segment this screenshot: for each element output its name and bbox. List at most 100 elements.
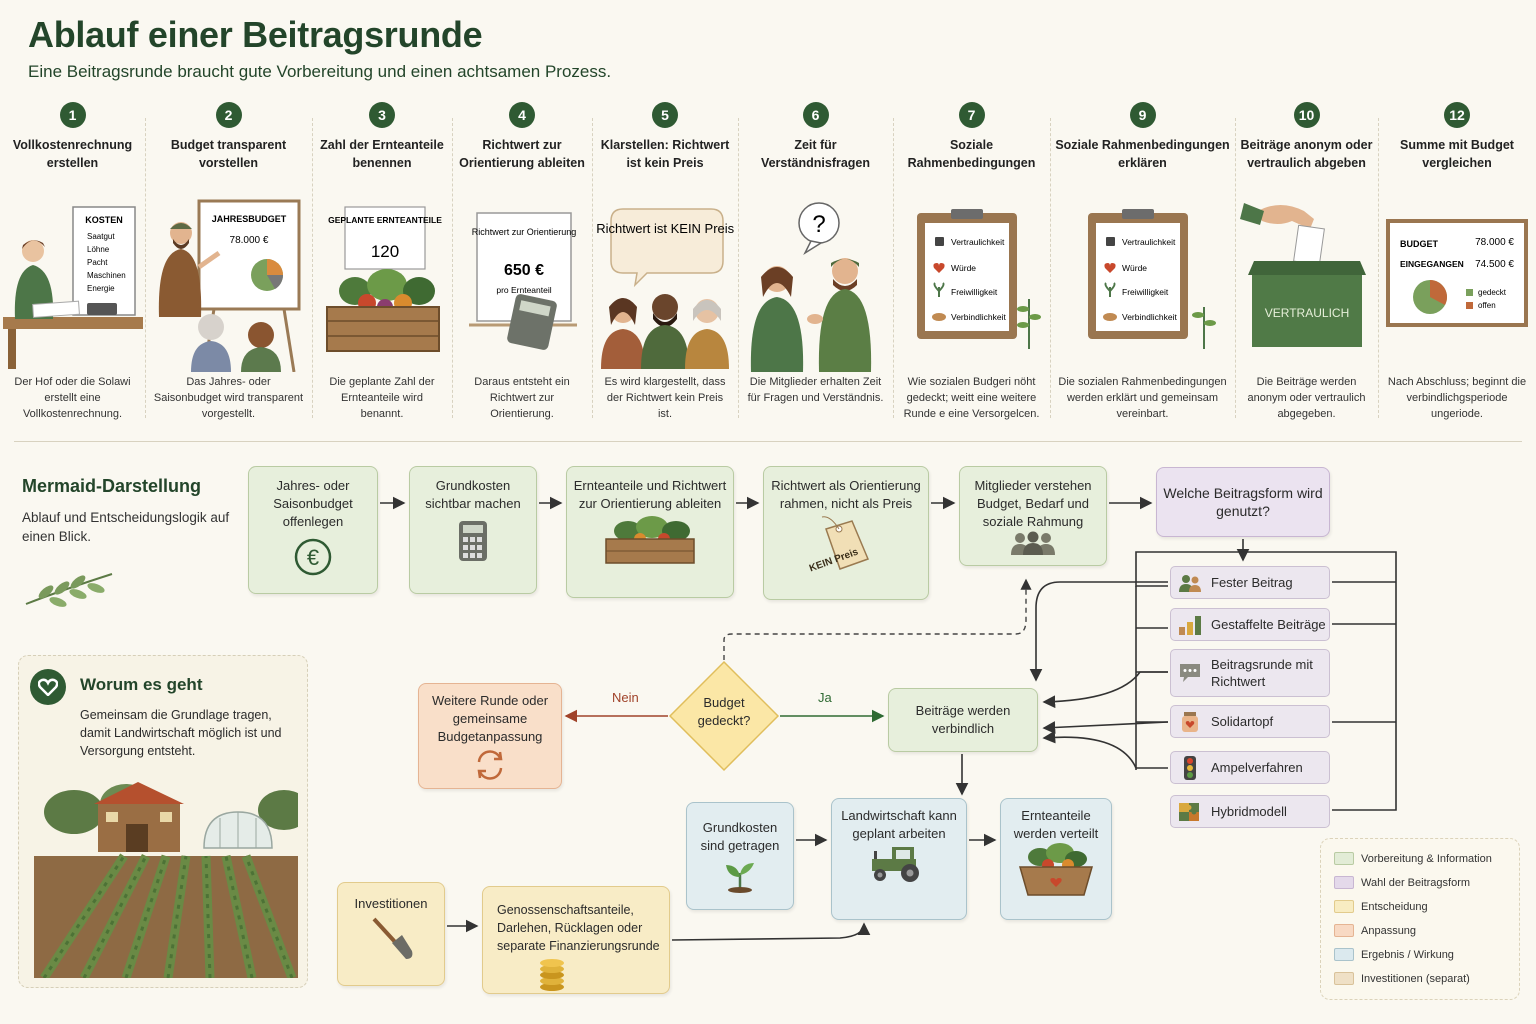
node-retry-round: Weitere Runde oder gemeinsame Budgetanpa… [418, 683, 562, 789]
step-title: Soziale Rahmenbedingungen [907, 138, 1036, 170]
step-7: 7 Soziale Rahmenbedingungen Vertraulichk… [893, 100, 1050, 420]
option-label: Solidartopf [1211, 714, 1274, 729]
option-beitragsrunde-richtwert: Beitragsrunde mit Richtwert [1170, 649, 1330, 697]
step-title: Zahl der Ernteanteile benennen [320, 138, 444, 170]
illu-item: Vertraulichkeit [951, 237, 1005, 247]
price-tag-icon [821, 516, 869, 570]
node-label: Ernteanteile und Richtwert zur Orientier… [573, 478, 727, 511]
step-illustration: Richtwert zur Orientierung 650 € pro Ern… [452, 194, 592, 374]
option-fester-beitrag: Fester Beitrag [1170, 566, 1330, 599]
step-title: Richtwert zur Orientierung ableiten [459, 138, 585, 170]
step-number: 1 [59, 102, 86, 128]
node-shares-distributed: Ernteanteile werden verteilt [1000, 798, 1112, 920]
edge-label-yes: Ja [818, 690, 832, 705]
step-title: Zeit für Verständnisfragen [760, 138, 871, 170]
illu-legend: gedeckt [1478, 288, 1507, 297]
step-6: 6 Zeit für Verständnisfragen ? Die Mitgl… [738, 100, 893, 420]
option-hybridmodell: Hybridmodell [1170, 795, 1330, 828]
step-desc: Wie sozialen Budgeri nöht gedeckt; weitt… [903, 376, 1040, 420]
step-9: 9 Soziale Rahmenbedingungen erklären Ver… [1050, 100, 1235, 420]
illu-item: Freiwilligkeit [951, 287, 998, 297]
illu-bubble: Richtwert ist KEIN Preis. [596, 221, 735, 236]
step-4: 4 Richtwert zur Orientierung ableiten Ri… [452, 100, 592, 420]
illu-item: Löhne [87, 245, 110, 254]
illu-value: 120 [371, 242, 399, 261]
illu-legend: offen [1478, 301, 1496, 310]
illu-unit: pro Ernteanteil [496, 285, 551, 295]
illu-value: 78.000 € [229, 235, 268, 246]
node-label: Richtwert als Orientierung rahmen, nicht… [771, 478, 921, 511]
svg-text:€: € [307, 545, 319, 570]
node-frame-richtwert: Richtwert als Orientierung rahmen, nicht… [763, 466, 929, 600]
node-investments: Investitionen [337, 882, 445, 986]
step-illustration: ? [738, 194, 893, 374]
step-3: 3 Zahl der Ernteanteile benennen GEPLANT… [312, 100, 452, 420]
traffic-light-icon [1177, 755, 1203, 780]
step-title: Soziale Rahmenbedingungen erklären [1055, 138, 1230, 170]
question-icon: ? [812, 211, 825, 238]
step-1: 1 Vollkostenrechnung erstellen KOSTEN Sa… [0, 100, 145, 420]
jar-heart-icon [1177, 711, 1203, 733]
step-desc: Es wird klargestellt, dass der Richtwert… [604, 376, 726, 420]
vegetable-basket-icon [1019, 843, 1093, 896]
node-label: Jahres- oder Saisonbudget offenlegen [273, 478, 353, 529]
step-desc: Die Beiträge werden anonym oder vertraul… [1247, 376, 1366, 420]
legend-item: Wahl der Beitragsform [1334, 876, 1470, 889]
illu-label: VERTRAULICH [1264, 306, 1348, 320]
step-2: 2 Budget transparent vorstellen JAHRESBU… [145, 100, 312, 420]
legend-item: Ergebnis / Wirkung [1334, 948, 1454, 961]
option-label: Gestaffelte Beiträge [1211, 617, 1326, 632]
step-illustration: VERTRAULICH [1235, 194, 1378, 374]
node-label: Beiträge werden verbindlich [915, 703, 1011, 736]
illu-item: Verbindlichkeit [1122, 312, 1177, 322]
legend-item: Entscheidung [1334, 900, 1428, 913]
tractor-icon [872, 847, 919, 882]
legend-item: Anpassung [1334, 924, 1416, 937]
node-label: Landwirtschaft kann geplant arbeiten [841, 808, 957, 841]
step-illustration: Vertraulichkeit Würde Freiwilligkeit Ver… [893, 194, 1050, 374]
illu-heading: JAHRESBUDGET [211, 214, 286, 224]
illu-item: Maschinen [87, 271, 126, 280]
heart-icon [30, 669, 66, 705]
step-desc: Der Hof oder die Solawi erstellt eine Vo… [14, 376, 131, 420]
step-illustration: Richtwert ist KEIN Preis. [592, 194, 738, 374]
people-icon [1177, 572, 1203, 594]
node-label: Ernteanteile werden verteilt [1013, 808, 1099, 841]
node-costs-visible: Grundkosten sichtbar machen [409, 466, 537, 594]
legend-item: Vorbereitung & Information [1334, 852, 1492, 865]
illu-row2-label: EINGEGANGEN [1400, 259, 1464, 269]
leaf-branch-icon [25, 573, 113, 607]
why-title: Worum es geht [80, 675, 203, 694]
illu-item: Energie [87, 284, 115, 293]
step-desc: Das Jahres- oder Saisonbudget wird trans… [153, 376, 304, 420]
node-derive-richtwert: Ernteanteile und Richtwert zur Orientier… [566, 466, 734, 598]
option-label: Fester Beitrag [1211, 575, 1293, 590]
step-number: 6 [802, 102, 829, 128]
step-illustration: BUDGET 78.000 € EINGEGANGEN 74.500 € ged… [1378, 194, 1536, 374]
illu-row2-value: 74.500 € [1475, 259, 1514, 270]
vegetable-crate-icon [605, 516, 695, 564]
node-financing: Genossenschaftsanteile, Darlehen, Rückla… [482, 886, 670, 994]
seedling-icon [726, 863, 754, 893]
node-budget-disclose: Jahres- oder Saisonbudget offenlegen € [248, 466, 378, 594]
step-desc: Die sozialen Rahmenbedingungen werden er… [1058, 376, 1227, 420]
step-title: Budget transparent vorstellen [170, 138, 287, 170]
diagram-section-title: Mermaid-Darstellung [22, 476, 202, 496]
step-title: Summe mit Budget vergleichen [1400, 138, 1514, 170]
option-gestaffelte-beitraege: Gestaffelte Beiträge [1170, 608, 1330, 641]
calculator-icon [459, 521, 487, 561]
decision-diamond [668, 660, 780, 772]
node-members-understand: Mitglieder verstehen Budget, Bedarf und … [959, 466, 1107, 566]
speech-bubble-icon [1177, 662, 1203, 684]
page-subtitle: Eine Beitragsrunde braucht gute Vorberei… [28, 62, 612, 81]
illu-item: Vertraulichkeit [1122, 237, 1176, 247]
step-number: 3 [369, 102, 395, 128]
euro-icon: € [294, 538, 332, 576]
illu-item: Saatgut [87, 232, 115, 241]
illu-value: 650 € [504, 262, 544, 279]
edge-label-no: Nein [612, 690, 639, 705]
step-number: 9 [1129, 102, 1156, 128]
step-title: Vollkostenrechnung erstellen [12, 138, 133, 170]
step-title: Klarstellen: Richtwert ist kein Preis [600, 138, 730, 170]
step-illustration: GEPLANTE ERNTEANTEILE 120 [312, 194, 452, 374]
